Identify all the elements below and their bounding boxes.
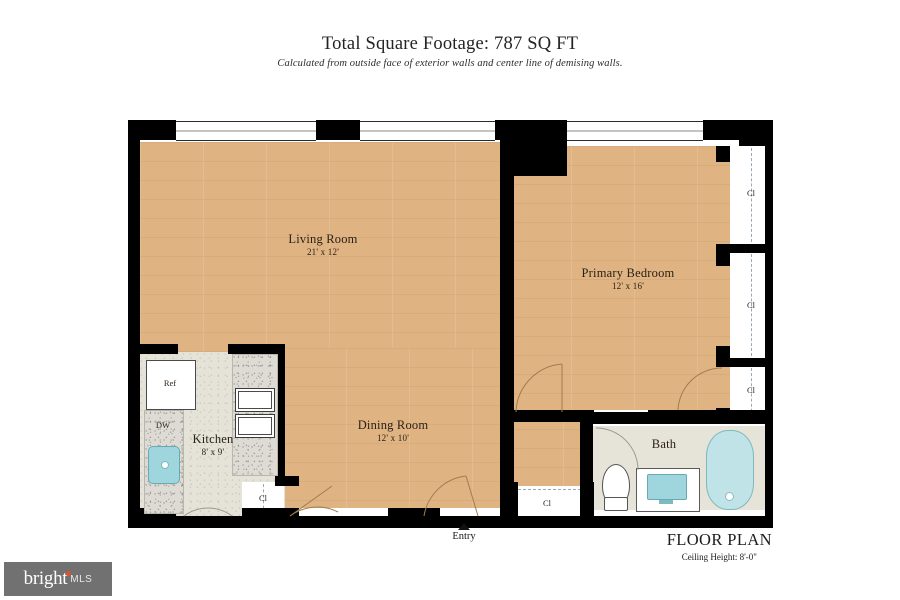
wall-closet-pier-upper <box>716 146 730 162</box>
wall-bottom-exterior <box>128 516 773 528</box>
closet-hall-door <box>508 489 586 490</box>
wall-kitchen-top-left <box>140 344 178 354</box>
floor-plan-drawing: Ref DW <box>128 120 773 528</box>
closet-kitchen-label: Cl <box>258 493 268 503</box>
bathroom-sink <box>647 474 687 500</box>
closet-bedroom-top-label: Cl <box>746 188 756 198</box>
watermark-suffix: MLS <box>70 573 93 585</box>
wall-kitchen-top-right <box>228 344 285 354</box>
cooktop-burner-lower <box>235 414 275 438</box>
refrigerator <box>146 360 196 410</box>
watermark-dot-icon <box>66 571 71 576</box>
page-title: Total Square Footage: 787 SQ FT <box>321 34 579 54</box>
window-bedroom-1 <box>567 121 703 141</box>
wall-demising-vertical <box>500 140 514 490</box>
closet-bedroom-middle-door <box>751 254 752 356</box>
wall-bottom-dining-pier <box>242 508 284 516</box>
wall-bottom-entry-pier <box>388 508 440 516</box>
floor-plan-caption: FLOOR PLAN Ceiling Height: 8'-0" <box>667 530 772 562</box>
wall-kitchen-bottom-stub <box>275 476 299 486</box>
kitchen-sink-faucet <box>161 461 169 469</box>
closet-kitchen-door <box>263 484 264 514</box>
wall-demising-top-stub <box>514 140 567 176</box>
wall-top-pier-1 <box>316 120 360 140</box>
wall-top-pier-3 <box>703 120 739 140</box>
cooktop-burner-upper <box>235 388 275 412</box>
bathtub-drain <box>725 492 734 501</box>
wall-closet-divider-1 <box>716 244 773 253</box>
wall-closet-pier-mid <box>716 346 730 367</box>
wall-bedroom-bottom <box>514 410 594 422</box>
closet-bedroom-top-door <box>751 148 752 242</box>
wall-closet-divider-2 <box>716 358 773 367</box>
wall-right-exterior <box>765 120 773 528</box>
page-subtitle: Calculated from outside face of exterior… <box>277 58 623 69</box>
primary-bedroom-floor <box>508 146 730 410</box>
wall-closet-pier-bottom <box>716 408 730 424</box>
toilet-tank <box>604 497 628 511</box>
watermark-brand: bright <box>23 568 68 589</box>
entry-label: Entry <box>452 531 476 542</box>
bright-mls-watermark: bright MLS <box>4 562 112 596</box>
wall-bedroom-bottom-right <box>648 410 773 424</box>
closet-hall-box <box>506 486 588 514</box>
wall-left-exterior <box>128 120 140 528</box>
wall-closet-pier-top <box>716 244 730 266</box>
dishwasher-label: DW <box>155 420 171 430</box>
dining-room-floor <box>283 348 500 508</box>
floor-plan-title: FLOOR PLAN <box>666 530 772 549</box>
wall-bath-top <box>580 412 650 424</box>
closet-bedroom-bottom-label: Cl <box>746 385 756 395</box>
ceiling-height-label: Ceiling Height: 8'-0" <box>681 552 757 562</box>
window-living-1 <box>176 121 316 141</box>
bathroom-faucet <box>659 500 673 504</box>
refrigerator-label: Ref <box>163 378 177 388</box>
closet-hall-label: Cl <box>542 498 552 508</box>
entry-marker: Entry <box>433 523 495 542</box>
wall-bottom-hall-pier <box>500 482 518 516</box>
wall-bottom-dining-pier-2 <box>283 508 299 516</box>
window-living-2 <box>360 121 495 141</box>
wall-top-pier-2 <box>495 120 567 140</box>
closet-bedroom-bottom-door <box>751 368 752 422</box>
closet-bedroom-middle-label: Cl <box>746 300 756 310</box>
wall-bath-left <box>580 422 593 484</box>
wall-top-left-corner <box>128 120 176 140</box>
wall-kitchen-right <box>275 344 285 482</box>
wall-bottom-bath-pier <box>580 482 594 516</box>
entry-arrow-icon <box>458 523 470 530</box>
